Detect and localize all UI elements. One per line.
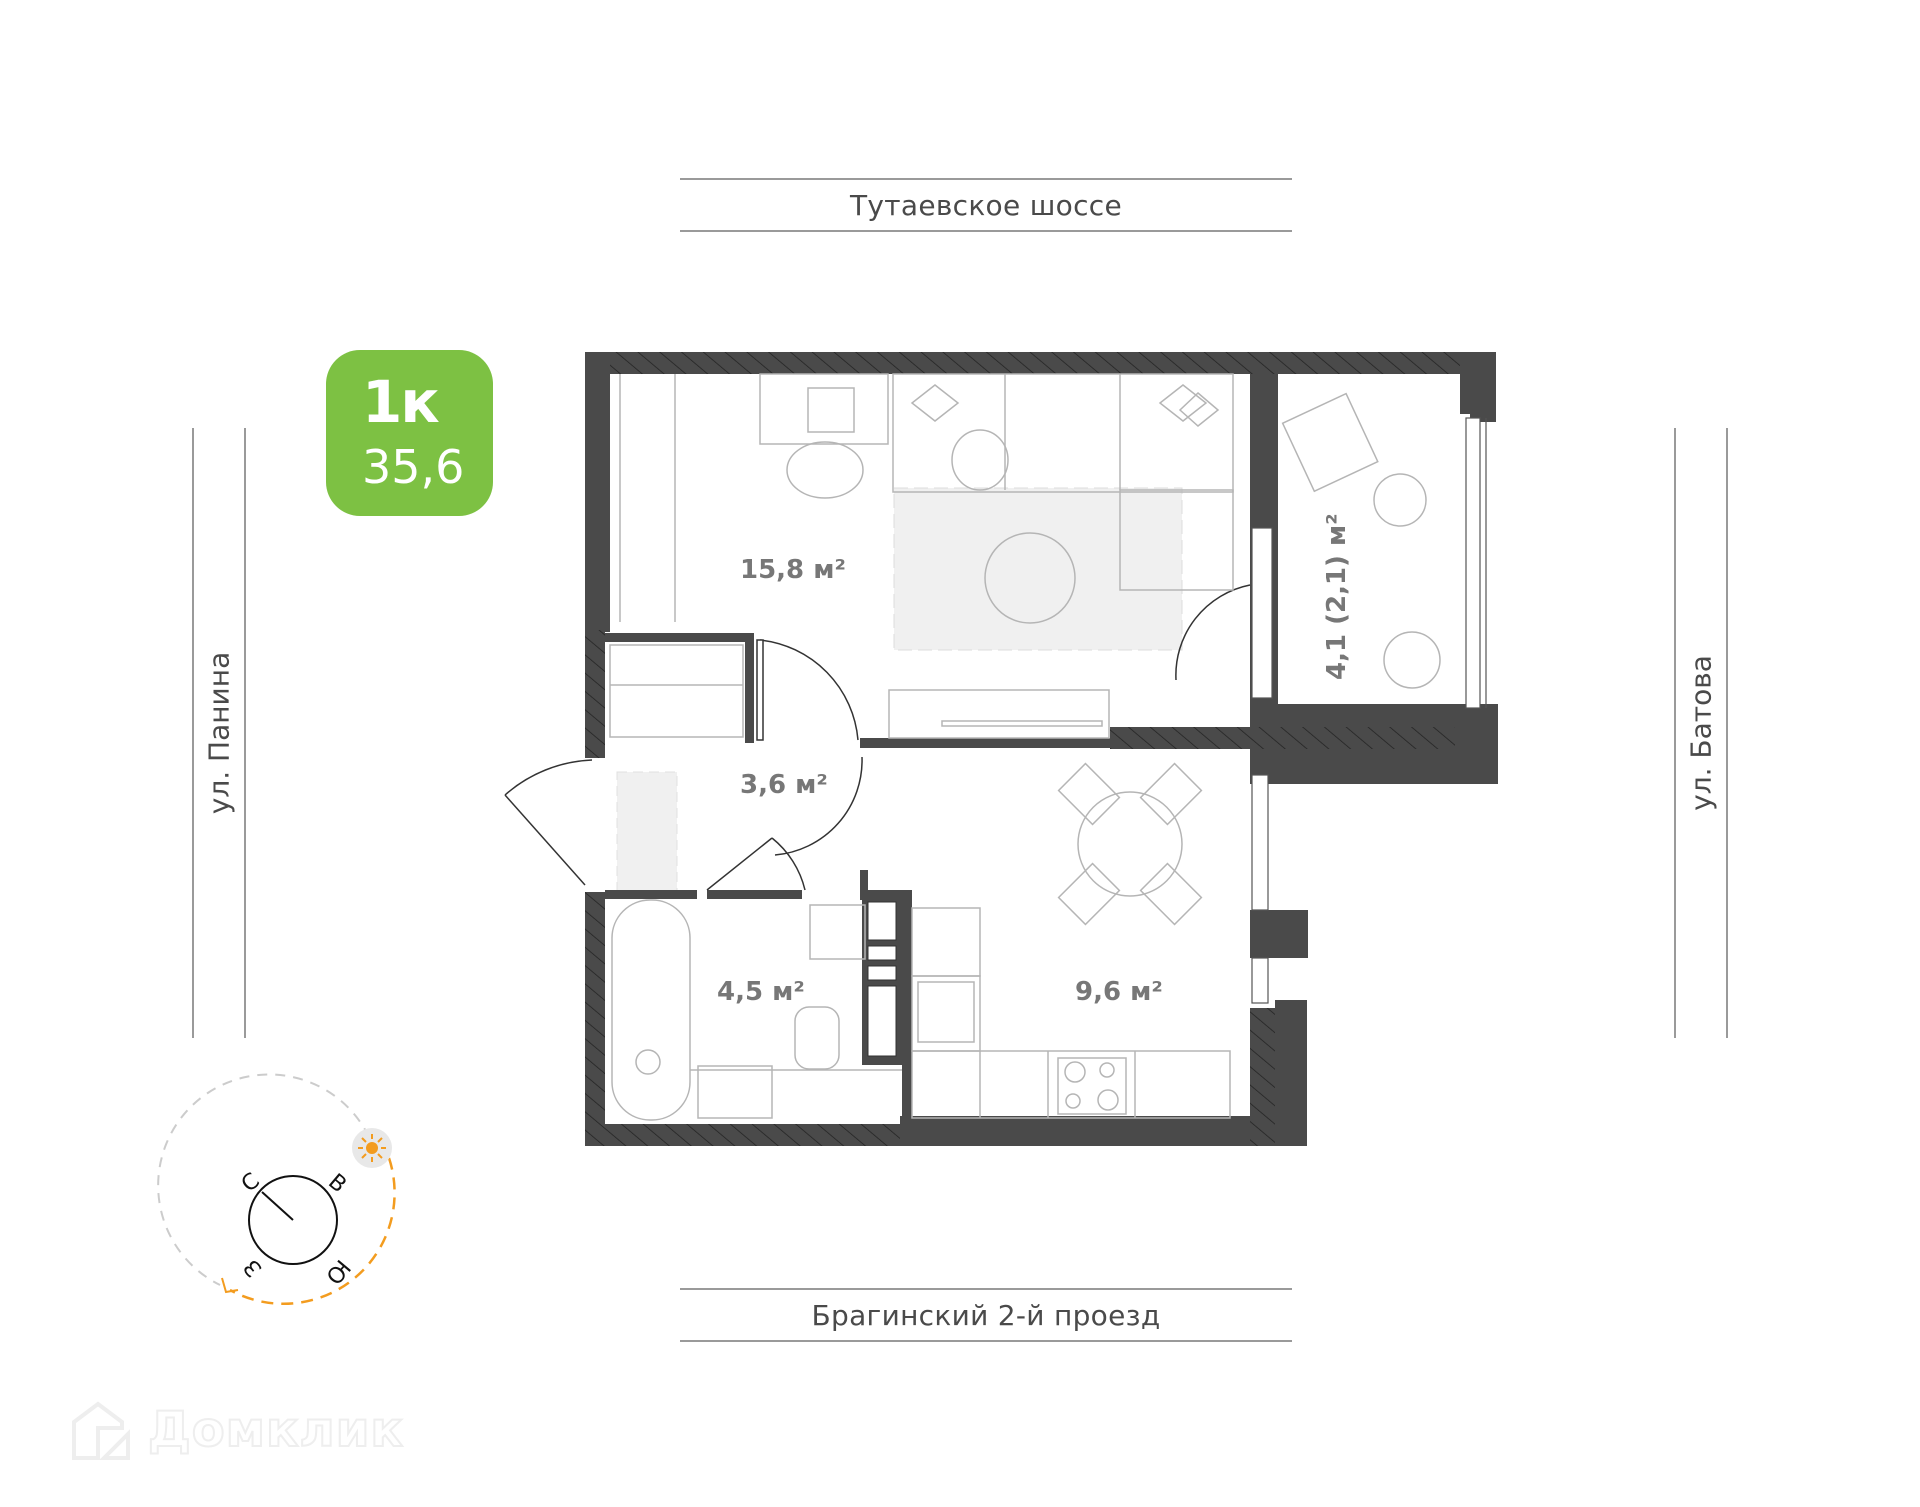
- street-bottom-label: Брагинский 2-й проезд: [811, 1298, 1161, 1332]
- sun-icon: [352, 1128, 392, 1168]
- street-top-label: Тутаевское шоссе: [849, 188, 1122, 222]
- apartment-type-badge: 1к 35,6: [326, 350, 493, 516]
- area-hallway: 3,6 м²: [740, 770, 828, 800]
- compass-north: С: [237, 1168, 265, 1197]
- street-bottom: Брагинский 2-й проезд: [680, 1288, 1292, 1342]
- furniture: [609, 373, 1441, 1121]
- domclick-house-icon: [72, 1401, 130, 1460]
- watermark-text: Домклик: [147, 1401, 404, 1459]
- room-count: 1к: [362, 368, 440, 436]
- street-right: ул. Батова: [1674, 428, 1728, 1038]
- area-bathroom: 4,5 м²: [717, 977, 805, 1007]
- area-kitchen: 9,6 м²: [1075, 977, 1163, 1007]
- street-top: Тутаевское шоссе: [680, 178, 1292, 232]
- rug: [893, 487, 1183, 651]
- total-area: 35,6: [362, 440, 465, 494]
- doors: [504, 584, 1251, 891]
- windows: [1251, 417, 1487, 1004]
- street-left: ул. Панина: [192, 428, 246, 1038]
- compass-west: З: [239, 1254, 267, 1281]
- area-balcony: 4,1 (2,1) м²: [1322, 513, 1352, 680]
- compass-south: Ю: [320, 1254, 354, 1288]
- hall-rug: [616, 771, 678, 893]
- domclick-watermark: Домклик: [68, 1398, 404, 1462]
- walls: [585, 352, 1498, 1146]
- compass: С В Ю З: [157, 1073, 396, 1305]
- area-living-room: 15,8 м²: [740, 555, 846, 585]
